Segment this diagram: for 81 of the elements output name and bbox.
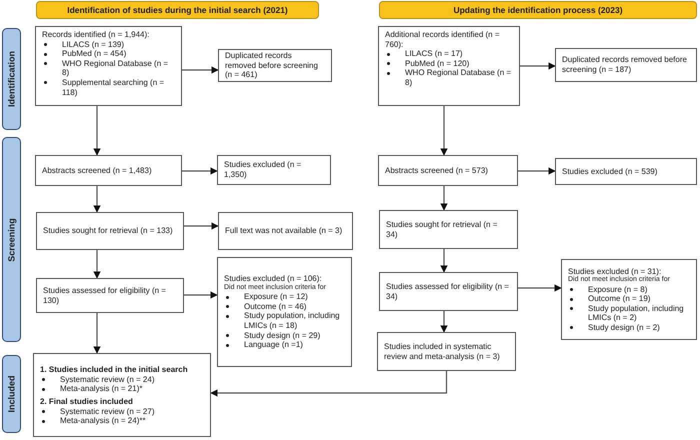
list-item: Meta-analysis (n = 24)** [60, 416, 146, 426]
process-box [35, 155, 182, 186]
section-title: Updating the identification process (2023) [453, 4, 623, 16]
process-box [36, 278, 184, 313]
list-item: Study population, including LMICs (n = 18) [244, 311, 340, 330]
list-item: Exposure (n = 8) [588, 284, 648, 294]
process-box [36, 212, 184, 250]
box-text: Studies assessed for eligibility (n = 130) [43, 286, 167, 306]
box-text: Records identified (n = 1,944): [42, 30, 150, 40]
arrow [440, 249, 448, 273]
box-text: Abstracts screened (n = 573) [385, 166, 489, 176]
arrow [184, 222, 219, 230]
process-box [217, 155, 331, 185]
process-box [379, 210, 518, 249]
list-item: WHO Regional Database (n = 8) [405, 68, 512, 87]
process-box [379, 272, 518, 311]
list-item: Exposure (n = 12) [244, 292, 308, 302]
box-text: Duplicated records removed before screening (n = 461) [225, 51, 319, 80]
list-item: Study population, including LMICs (n = 2) [588, 304, 684, 322]
list-item: Study design (n = 2) [588, 322, 660, 332]
process-box [555, 48, 697, 82]
process-box [217, 257, 352, 367]
section-header [36, 1, 319, 19]
arrow [93, 250, 101, 279]
arrow [184, 291, 218, 299]
list-item: PubMed (n = 454) [62, 49, 126, 58]
arrow [93, 313, 101, 354]
list-item: Systematic review (n = 27) [60, 406, 154, 416]
arrow [210, 371, 448, 397]
box-text: Studies excluded (n = 1,350) [224, 160, 302, 180]
box-text: Studies sought for retrieval (n = 34) [386, 220, 498, 240]
list-item: LILACS (n = 17) [405, 49, 463, 58]
box-text: Abstracts screened (n = 1,483) [42, 166, 153, 176]
list-item: Outcome (n = 19) [588, 294, 650, 304]
stage-label: Identification [6, 51, 17, 107]
stage-label: Screening [6, 218, 17, 262]
list-item: Outcome (n = 46) [244, 302, 306, 311]
arrow [518, 284, 562, 292]
list-item: Language (n =1) [244, 340, 303, 350]
process-box [378, 155, 518, 186]
process-box [378, 26, 520, 106]
stage-label: Included [6, 376, 17, 412]
list-item: WHO Regional Database (n = 8) [62, 58, 168, 78]
list-item: Supplemental searching (n = 118) [62, 78, 164, 97]
process-box [218, 212, 353, 250]
box-text: Studies assessed for eligibility (n = 34) [386, 282, 510, 302]
box-text: Studies excluded (n = 539) [562, 166, 658, 176]
arrow [440, 106, 448, 156]
process-box [33, 353, 211, 437]
list-item: Systematic review (n = 24) [60, 374, 154, 384]
arrow [518, 167, 556, 175]
box-text: Studies excluded (n = 106): [224, 274, 323, 284]
arrow [440, 186, 448, 211]
process-box [377, 332, 516, 371]
arrow [93, 106, 101, 156]
stage-band [2, 137, 21, 342]
section-header [379, 1, 697, 19]
arrow [93, 186, 101, 213]
box-text: Studies sought for retrieval (n = 133) [43, 226, 174, 236]
list-item: PubMed (n = 120) [405, 58, 470, 68]
arrow [520, 62, 556, 70]
process-box [561, 259, 697, 340]
list-heading: 1. Studies included in the initial search [40, 365, 189, 375]
process-box [218, 49, 332, 82]
arrow [182, 66, 219, 74]
arrow [440, 311, 448, 333]
list-heading: 2. Final studies included [40, 397, 134, 407]
list-item: Meta-analysis (n = 21)* [60, 384, 142, 394]
stage-band [2, 355, 21, 433]
list-item: Study design (n = 29) [244, 330, 320, 340]
box-text: Additional records identified (n = 760): [385, 30, 501, 50]
box-text: Full text was not available (n = 3) [225, 226, 344, 236]
box-text: Studies included in systematic review and meta-analysis (n = 3) [384, 342, 501, 362]
arrow [182, 167, 218, 175]
stage-band [2, 28, 21, 130]
process-box [35, 26, 182, 106]
process-box [555, 158, 697, 185]
list-item: LILACS (n = 139) [62, 40, 124, 49]
section-title: Identification of studies during the initial search (2021) [67, 4, 288, 16]
box-text: Duplicated records removed before screening (n = 187) [562, 55, 688, 75]
box-text: Studies excluded (n = 31): [568, 266, 662, 276]
